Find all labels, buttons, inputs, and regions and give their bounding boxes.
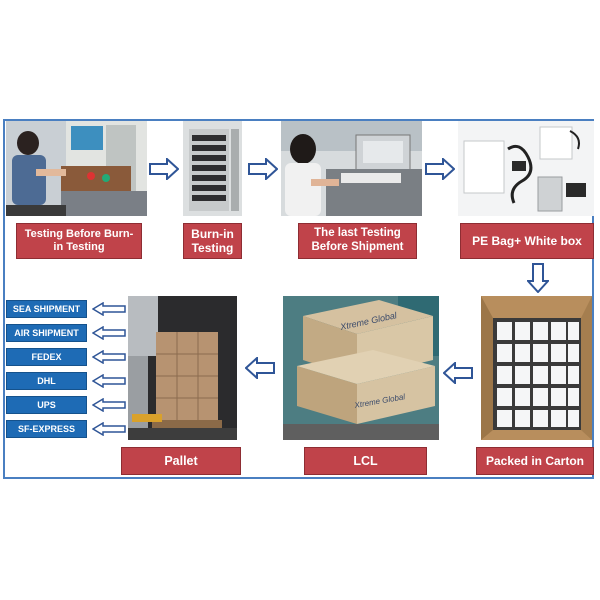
photo-packed-in-carton	[481, 296, 592, 440]
shipping-method-item: AIR SHIPMENT	[6, 324, 87, 342]
arrow-left-icon	[92, 302, 126, 316]
arrow-down-icon	[527, 263, 549, 293]
shipping-method-item: DHL	[6, 372, 87, 390]
photo-testing-before-burn-in	[6, 121, 147, 216]
label-pe-bag-white-box: PE Bag+ White box	[460, 223, 594, 259]
arrow-left-icon	[92, 326, 126, 340]
photo-last-testing	[281, 121, 422, 216]
arrow-left-icon	[92, 422, 126, 436]
arrow-right-icon	[425, 158, 455, 180]
label-last-testing: The last Testing Before Shipment	[298, 223, 417, 259]
shipping-method-item: FEDEX	[6, 348, 87, 366]
label-testing-before-burn-in: Testing Before Burn-in Testing	[16, 223, 142, 259]
shipping-method-item: SF-EXPRESS	[6, 420, 87, 438]
arrow-left-icon	[92, 374, 126, 388]
arrow-left-icon	[443, 362, 473, 384]
arrow-left-icon	[92, 398, 126, 412]
photo-burn-in-testing	[183, 121, 242, 216]
photo-pallet	[128, 296, 237, 440]
photo-pe-bag-white-box	[458, 121, 594, 216]
label-pallet: Pallet	[121, 447, 241, 475]
shipping-method-item: SEA SHIPMENT	[6, 300, 87, 318]
arrow-right-icon	[248, 158, 278, 180]
label-packed-in-carton: Packed in Carton	[476, 447, 594, 475]
arrow-right-icon	[149, 158, 179, 180]
label-lcl: LCL	[304, 447, 427, 475]
arrow-left-icon	[92, 350, 126, 364]
arrow-left-icon	[245, 357, 275, 379]
photo-lcl: Xtreme Global Xtreme Global	[283, 296, 439, 440]
label-burn-in-testing: Burn-in Testing	[183, 223, 242, 259]
shipping-method-item: UPS	[6, 396, 87, 414]
